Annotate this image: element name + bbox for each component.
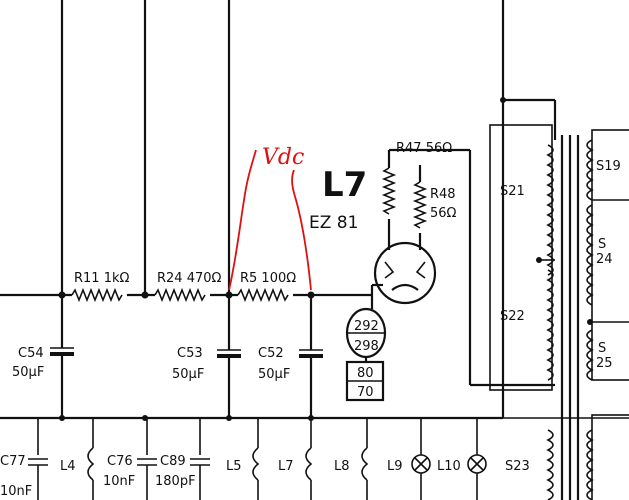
- bottom-bus: [0, 416, 503, 500]
- r47-label: R47 56Ω: [396, 141, 452, 156]
- l8-label: L8: [334, 459, 350, 474]
- s24-b: 24: [596, 252, 613, 267]
- vdc-annotation: [228, 149, 312, 291]
- c89-name: C89: [160, 454, 186, 469]
- c52-value: 50µF: [258, 367, 290, 382]
- socket-bottom: 298: [354, 339, 379, 354]
- tube-name: L7: [322, 165, 367, 205]
- vdc-label: Vdc: [262, 145, 304, 170]
- r48-name: R48: [430, 187, 456, 202]
- s23-label: S23: [505, 459, 530, 474]
- bplus-bus: [0, 285, 374, 303]
- l7-label: L7: [278, 459, 294, 474]
- s19-label: S19: [596, 159, 621, 174]
- tube-type: EZ 81: [309, 213, 358, 233]
- s25-b: 25: [596, 356, 613, 371]
- c77-name: C77: [0, 454, 26, 469]
- c77-value: 10nF: [0, 484, 32, 499]
- l10-label: L10: [437, 459, 461, 474]
- c76-value: 10nF: [103, 474, 135, 489]
- c53-name: C53: [177, 346, 203, 361]
- box-top: 80: [357, 366, 374, 381]
- s24-a: S: [598, 237, 606, 252]
- c54-value: 50µF: [12, 365, 44, 380]
- c89-value: 180pF: [155, 474, 196, 489]
- junction-dots: [58, 97, 593, 421]
- resistor-r48: [412, 165, 428, 250]
- s21-label: S21: [500, 184, 525, 199]
- capacitor-c52: [299, 295, 323, 418]
- c52-name: C52: [258, 346, 284, 361]
- s22-label: S22: [500, 309, 525, 324]
- r24-label: R24 470Ω: [157, 271, 222, 286]
- r11-label: R11 1kΩ: [74, 271, 130, 286]
- r48-value: 56Ω: [430, 206, 457, 221]
- r5-label: R5 100Ω: [240, 271, 296, 286]
- l5-label: L5: [226, 459, 242, 474]
- socket-top: 292: [354, 319, 379, 334]
- l4-label: L4: [60, 459, 76, 474]
- c76-name: C76: [107, 454, 133, 469]
- c54-name: C54: [18, 346, 44, 361]
- capacitor-c53: [217, 295, 241, 418]
- socket-oval: [345, 295, 387, 402]
- box-bottom: 70: [357, 385, 374, 400]
- c53-value: 50µF: [172, 367, 204, 382]
- top-vertical-wires: [60, 0, 505, 295]
- s25-a: S: [598, 341, 606, 356]
- l9-label: L9: [387, 459, 403, 474]
- tube-ez81: [372, 241, 437, 305]
- transformer: [489, 98, 629, 500]
- resistor-r47: [381, 148, 555, 387]
- capacitor-c54: [50, 295, 74, 418]
